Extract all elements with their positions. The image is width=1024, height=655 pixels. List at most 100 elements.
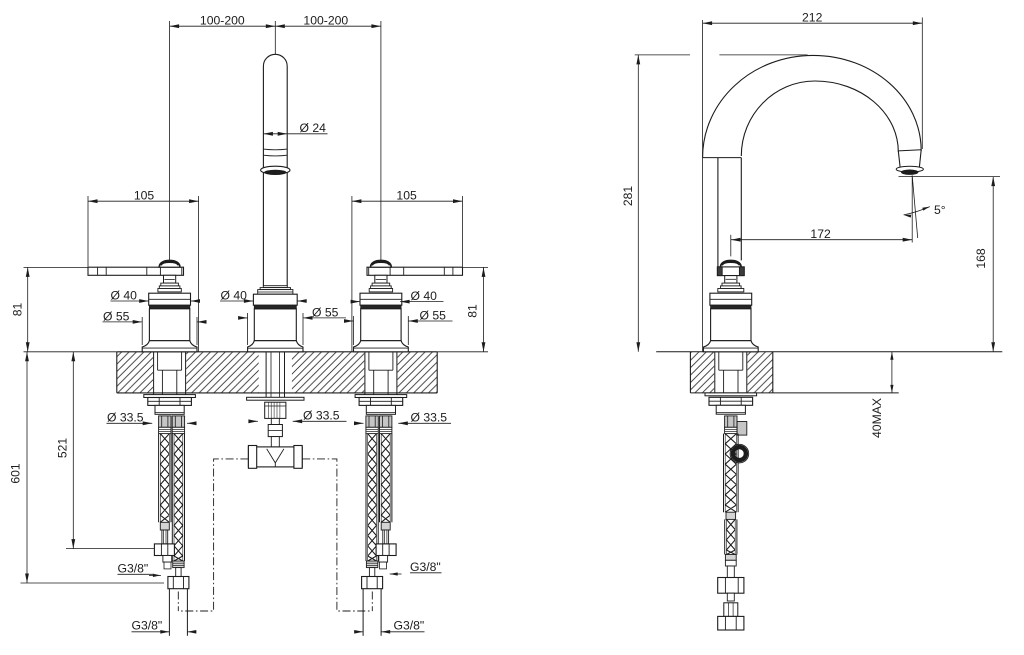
drawing-rect [157,288,182,293]
arrowhead [354,630,364,634]
arrowhead [187,421,197,426]
drawing-path [380,433,391,523]
hatch-fill [747,351,773,393]
arrowhead [190,299,200,303]
label-dim-212: 212 [802,11,823,25]
arrowhead [277,131,288,136]
drawing-path [724,433,737,513]
label-dim-lever-right: 105 [396,189,417,203]
arrowhead [351,199,362,204]
drawing-rect [716,266,723,277]
arrowhead [25,351,29,362]
drawing-rect [252,293,298,306]
label-dim-168: 168 [974,248,988,269]
arrowhead [636,342,641,352]
drawing-path [370,260,391,266]
arrowhead [265,24,276,29]
arrowhead [350,299,361,304]
drawing-rect [717,615,745,631]
drawing-rect [162,555,173,563]
drawing-path [726,519,736,555]
drawing-rect [361,575,384,590]
drawing-rect [375,543,397,557]
label-dim-base-dia-center: Ø 55 [312,305,339,319]
label-dim-base-dia-left: Ø 55 [103,309,130,323]
label-dim-hole-dia-left: Ø 33.5 [107,411,144,425]
drawing-rect [172,560,185,569]
arrowhead [71,539,76,549]
label-thread-lower-left: G3/8" [132,618,163,632]
arrowhead [902,237,913,242]
arrowhead [903,214,912,218]
drawing-ellipse [901,169,919,175]
drawing-rect [365,415,379,428]
drawing-rect [270,436,280,448]
hatch-fill [186,351,259,393]
label-dim-spacing-right: 100-200 [303,14,348,28]
label-dim-spout-dia: Ø 24 [300,121,327,135]
label-dim-hole-dia-right: Ø 33.5 [411,411,448,425]
label-dim-body-dia-right: Ø 40 [411,289,438,303]
drawing-rect [153,543,175,557]
label-dim-body-dia-left: Ø 40 [111,288,138,302]
drawing-rect [175,567,182,577]
arrowhead [371,24,381,29]
arrowhead [890,351,894,360]
arrowhead [139,299,149,303]
drawing-path [263,154,288,157]
drawing-path [702,54,922,158]
drawing-path [367,433,377,562]
arrowhead [25,342,30,352]
drawing-rect [724,426,738,435]
arrowhead [187,630,197,634]
drawing-rect [736,421,748,436]
arrowhead [389,572,398,576]
drawing-rect [360,308,402,342]
arrowhead [408,319,418,323]
arrowhead [297,299,307,303]
arrowhead [275,24,285,29]
label-dim-body-dia-center: Ø 40 [221,288,248,302]
drawing-rect [167,575,190,590]
drawing-rect [717,576,745,594]
label-dim-172: 172 [810,227,831,241]
arrowhead [292,419,303,424]
drawing-rect [293,444,303,469]
drawing-rect [158,415,172,428]
arrowhead [481,342,486,352]
drawing-rect [724,415,738,428]
drawing-rect [154,404,185,415]
label-dim-lever-left: 105 [134,189,155,203]
label-dim-height-left: 81 [11,303,25,317]
drawing-rect [726,592,735,602]
drawing-rect [87,266,185,276]
drawing-rect [171,415,186,428]
label-thread-upper-left: G3/8" [118,562,149,576]
label-dim-spacing-left: 100-200 [200,14,245,28]
arrowhead [243,299,254,303]
drawing-rect [368,288,394,293]
drawing-rect [159,521,170,531]
label-dim-5deg: 5° [934,203,946,217]
arrowhead [912,21,923,26]
arrowhead [731,237,741,242]
label-thread-upper-right: G3/8" [410,560,441,574]
front-view [20,21,488,636]
arrowhead [991,342,996,352]
drawing-rect [365,560,379,569]
drawing-path [740,80,899,157]
label-dim-base-dia-right: Ø 55 [420,308,447,322]
arrowhead [25,267,30,277]
hose-routing-phantom-lines [177,458,373,612]
hatch-fill [397,351,438,393]
drawing-rect [161,529,169,545]
label-dim-drop-601: 601 [9,463,23,484]
drawing-rect [710,308,752,342]
arrowhead [991,176,996,187]
drawing-path [178,458,249,612]
drawing-rect [379,426,393,435]
drawing-rect [717,288,745,293]
drawing-rect [253,308,297,342]
drawing-rect [738,266,745,277]
drawing-rect [365,404,396,415]
